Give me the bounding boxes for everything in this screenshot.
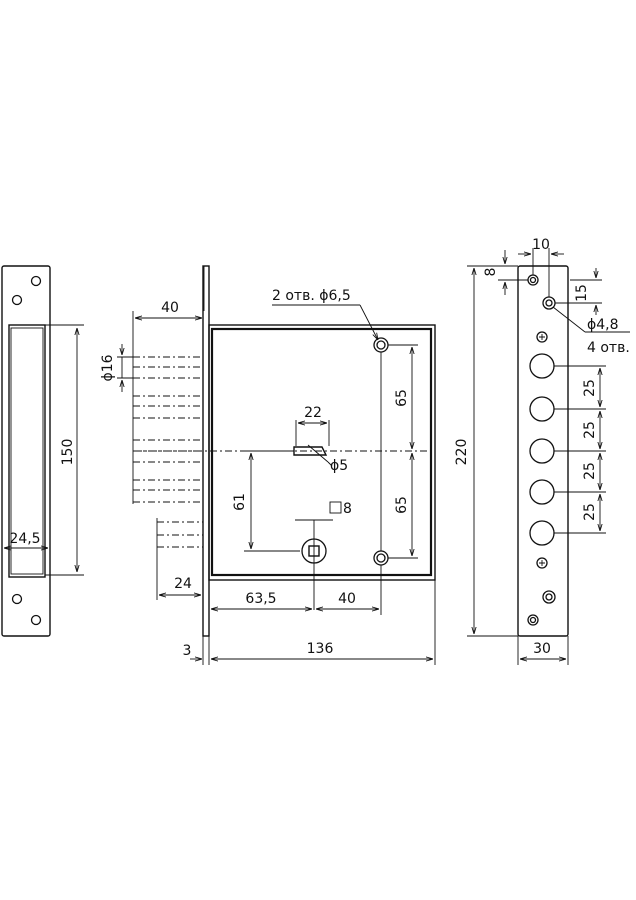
dim-faceplate-hole-offset: 15 xyxy=(574,284,590,302)
dim-strike-width: 24,5 xyxy=(9,531,40,547)
dim-latch-throw: 24 xyxy=(174,576,192,592)
square-symbol-icon xyxy=(329,501,342,514)
key-slot xyxy=(293,446,328,456)
dim-bolt-pitch-3: 25 xyxy=(582,462,598,480)
label-mount-holes: 2 отв. ϕ6,5 xyxy=(272,288,351,304)
dim-bolt-throw: 40 xyxy=(161,300,179,316)
dim-square-spindle: 8 xyxy=(343,501,352,517)
dim-faceplate-height: 220 xyxy=(454,439,470,466)
dim-slot-hole: ϕ5 xyxy=(330,458,348,474)
dim-slot-width: 22 xyxy=(304,405,322,421)
bolt-hole-icon xyxy=(529,479,555,505)
faceplate-front: 220 8 10 15 ϕ4,8 4 отв. 25 25 xyxy=(454,237,630,665)
dim-bolt-pitch-1: 25 xyxy=(582,379,598,397)
dim-faceplate-thickness: 3 xyxy=(183,643,192,659)
bolt-hole-icon xyxy=(529,438,555,464)
dim-strike-height: 150 xyxy=(60,439,76,466)
lock-body: 40 ϕ16 24 2 отв. ϕ6,5 65 65 xyxy=(100,265,436,665)
strike-hole-icon xyxy=(11,593,23,605)
label-faceplate-holes-diameter: ϕ4,8 xyxy=(587,317,619,333)
dim-body-width: 136 xyxy=(307,641,334,657)
dim-bolt-diameter: ϕ16 xyxy=(100,354,116,381)
mount-hole-inner-icon xyxy=(376,553,386,563)
dim-faceplate-hole-spacing: 10 xyxy=(532,237,550,253)
bolt-hole-icon xyxy=(529,353,555,379)
label-faceplate-holes-count: 4 отв. xyxy=(587,340,630,356)
dim-upper-hole-offset: 65 xyxy=(394,389,410,407)
dim-backset-lower: 63,5 xyxy=(245,591,276,607)
dim-lower-hole-offset: 65 xyxy=(394,496,410,514)
dim-faceplate-top-offset: 8 xyxy=(483,268,499,277)
dim-faceplate-width: 30 xyxy=(533,641,551,657)
strike-plate: 150 24,5 xyxy=(1,265,84,637)
mount-hole-inner-icon xyxy=(376,340,386,350)
strike-hole-icon xyxy=(30,275,42,287)
bolt-hole-icon xyxy=(529,396,555,422)
dim-bolt-pitch-4: 25 xyxy=(582,503,598,521)
dim-bolt-pitch-2: 25 xyxy=(582,421,598,439)
strike-hole-icon xyxy=(11,294,23,306)
strike-hole-icon xyxy=(30,614,42,626)
dim-key-height: 61 xyxy=(232,493,248,511)
bolts xyxy=(132,352,203,550)
bolt-hole-icon xyxy=(529,520,555,546)
dim-lower-spacing: 40 xyxy=(338,591,356,607)
